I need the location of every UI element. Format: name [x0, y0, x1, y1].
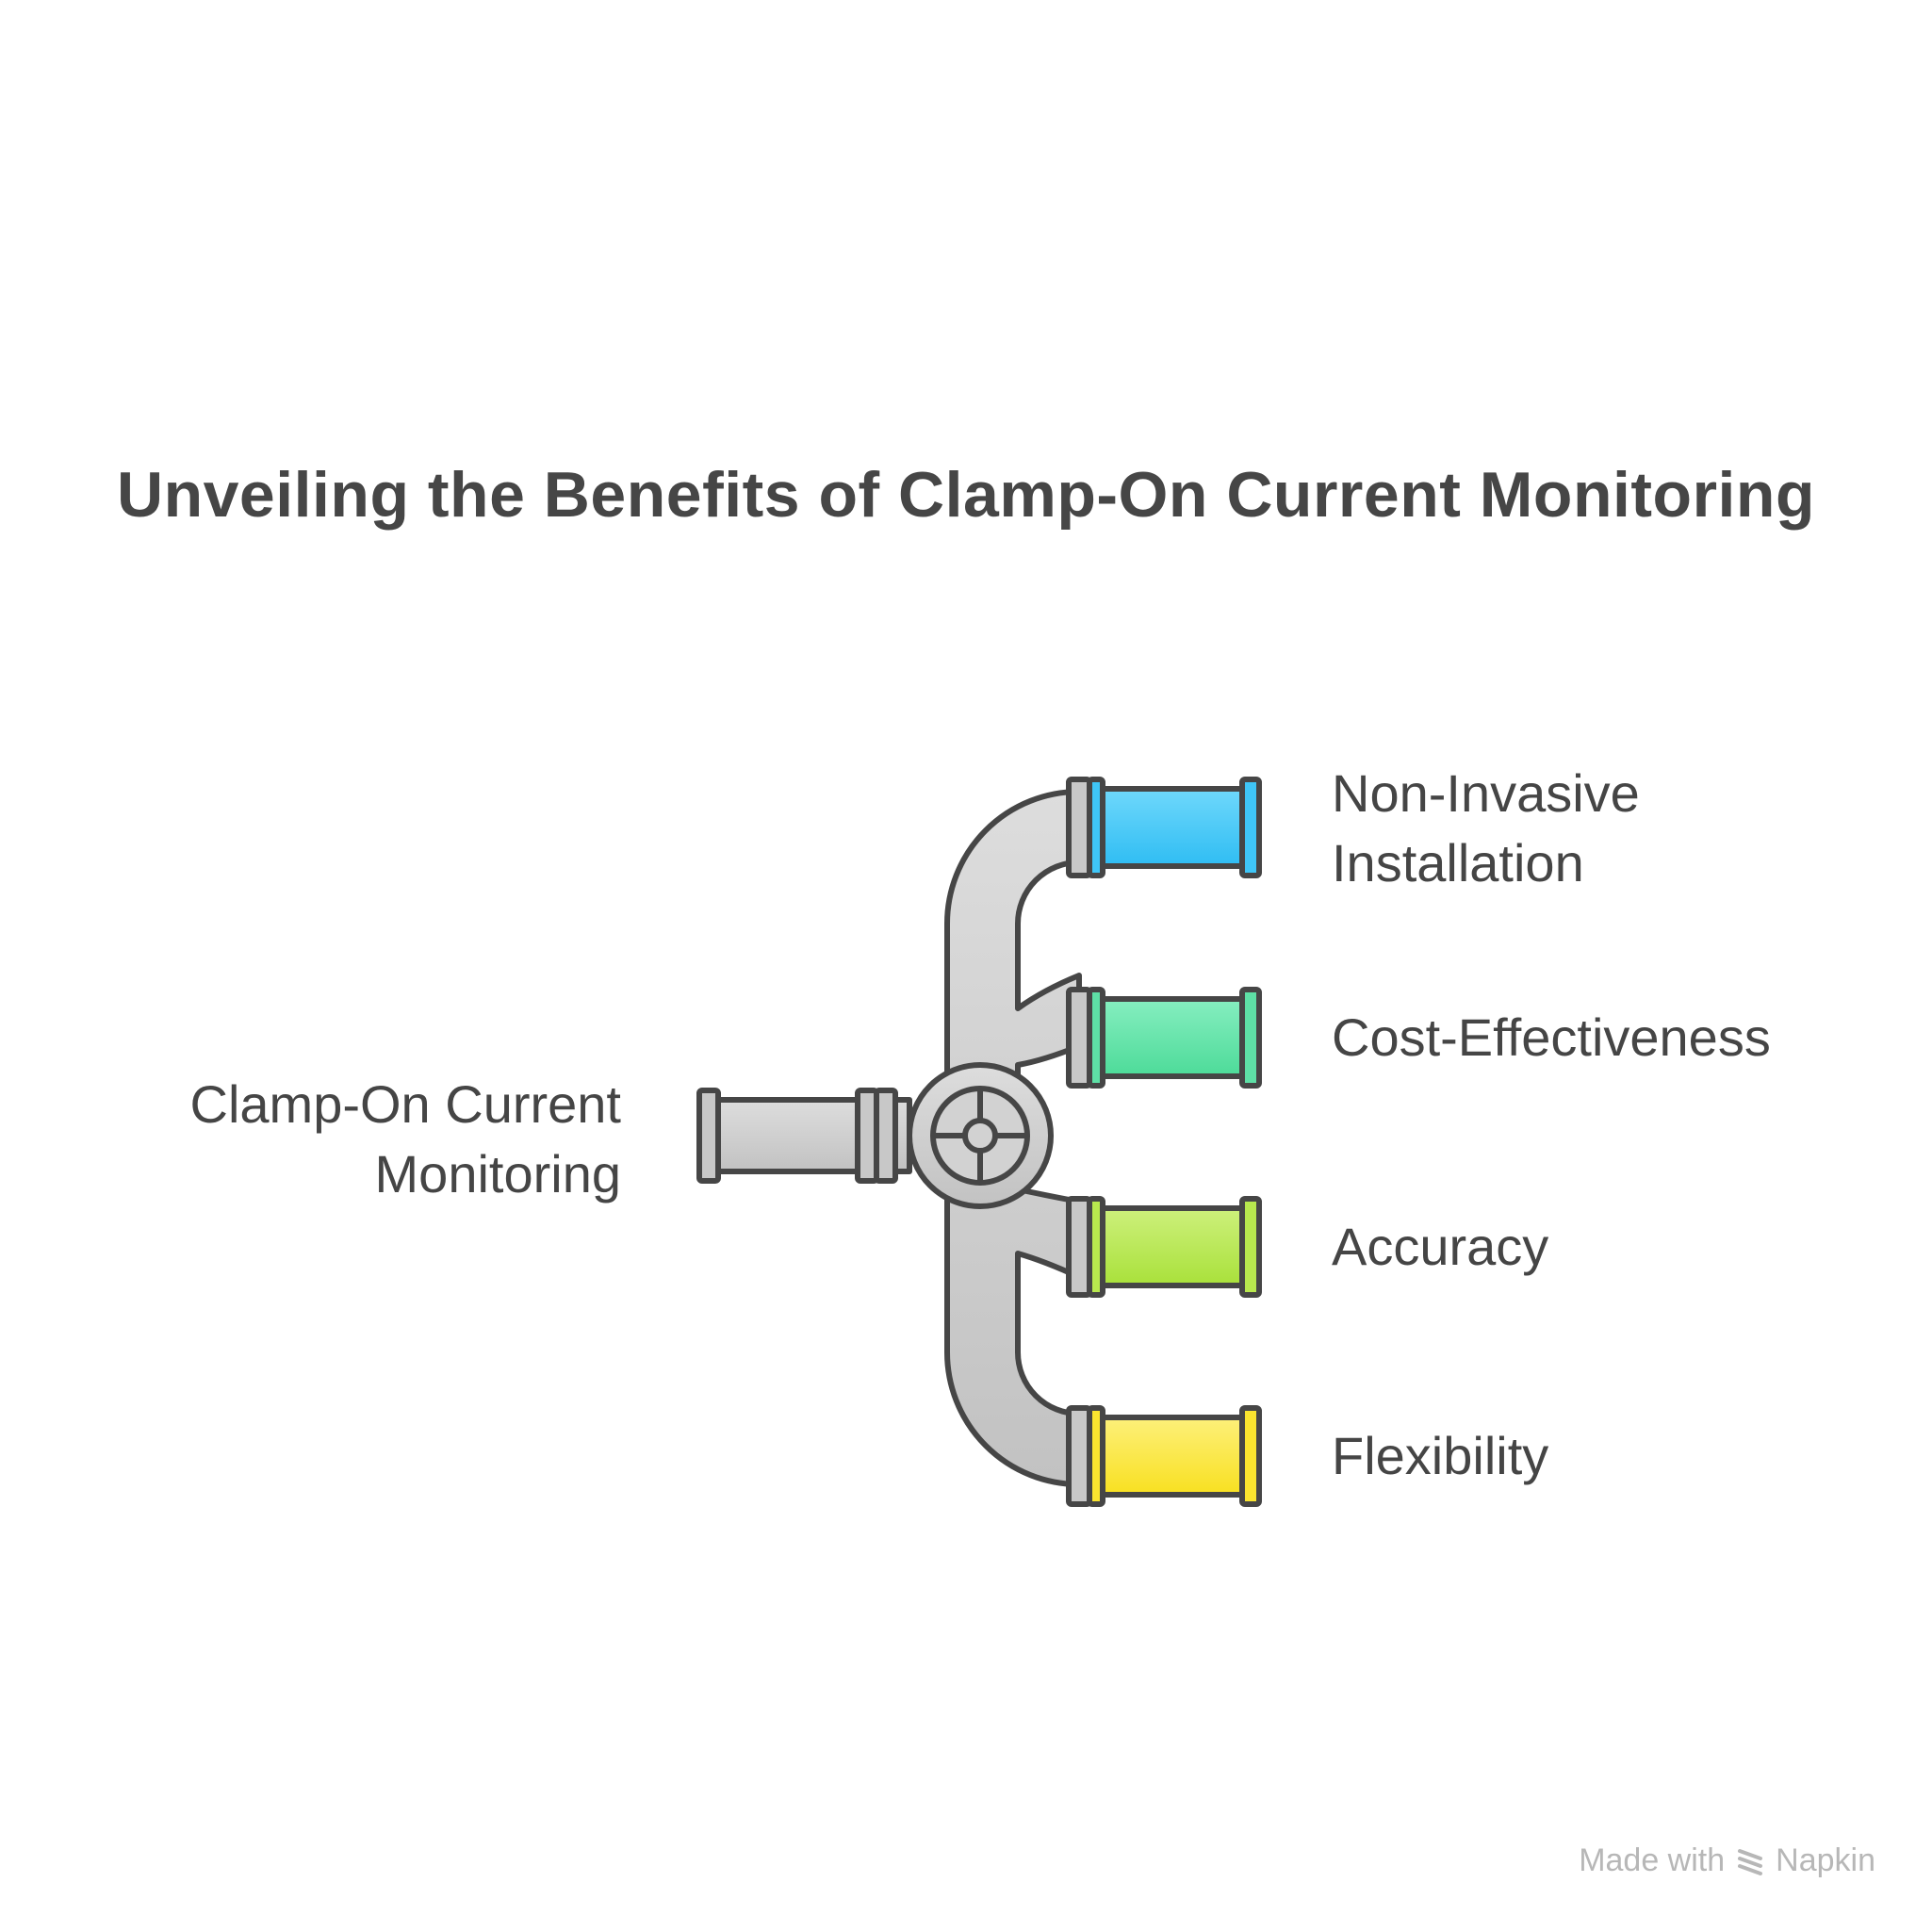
- branch-label-non-invasive: Non-Invasive Installation: [1332, 759, 1640, 898]
- source-label-line2: Monitoring: [190, 1139, 621, 1209]
- branch-label-line2: Installation: [1332, 828, 1640, 898]
- made-with-napkin-footer: Made with Napkin: [1579, 1842, 1875, 1879]
- branch-label-line1: Flexibility: [1332, 1421, 1548, 1491]
- branch-pipe-flexibility: [1069, 1408, 1259, 1504]
- source-pipe-flange-2: [876, 1090, 895, 1181]
- source-label-line1: Clamp-On Current: [190, 1070, 621, 1139]
- branch-pipe-accuracy: [1069, 1199, 1259, 1295]
- branch-label-line1: Accuracy: [1332, 1212, 1548, 1282]
- branch-label-line1: Non-Invasive: [1332, 759, 1640, 828]
- napkin-logo-icon: [1734, 1845, 1766, 1877]
- branch-label-cost-effectiveness: Cost-Effectiveness: [1332, 1003, 1771, 1072]
- napkin-brand-text: Napkin: [1776, 1842, 1875, 1879]
- branch-label-line1: Cost-Effectiveness: [1332, 1003, 1771, 1072]
- branch-label-accuracy: Accuracy: [1332, 1212, 1548, 1282]
- source-pipe-end-flange: [699, 1090, 718, 1181]
- branch-label-flexibility: Flexibility: [1332, 1421, 1548, 1491]
- branch-pipe-cost-effectiveness: [1069, 990, 1259, 1086]
- source-label: Clamp-On Current Monitoring: [190, 1070, 621, 1209]
- valve-center: [965, 1121, 995, 1151]
- branch-pipe-non-invasive: [1069, 779, 1259, 876]
- made-with-text: Made with: [1579, 1842, 1725, 1879]
